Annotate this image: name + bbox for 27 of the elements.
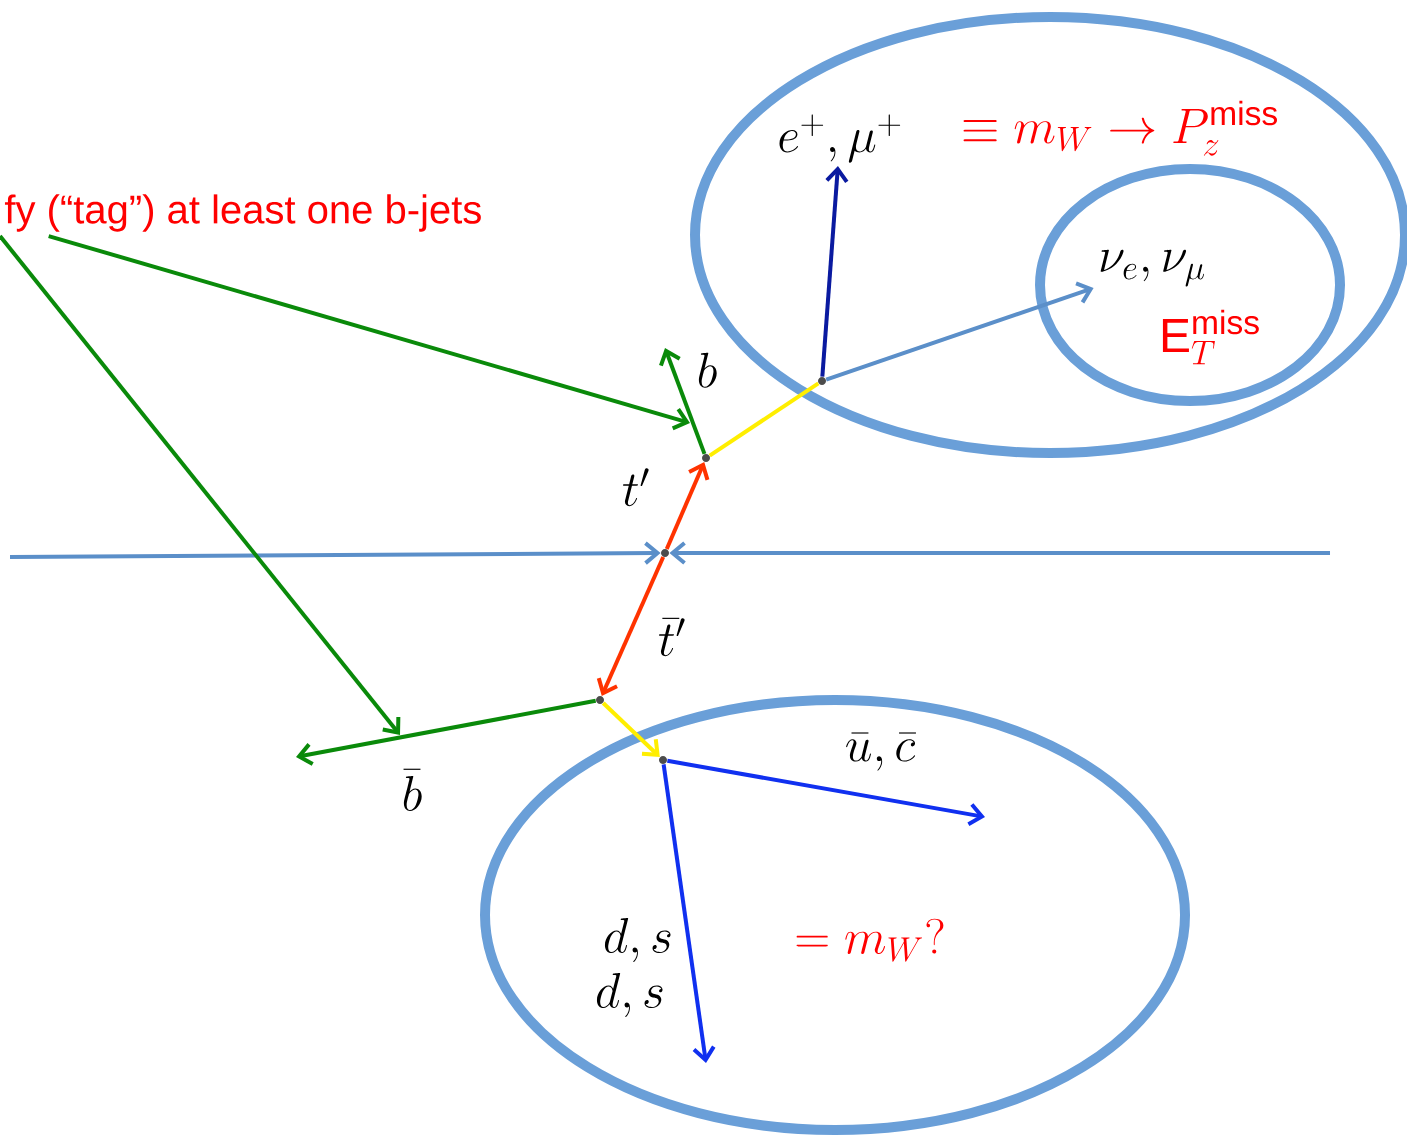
arrow xyxy=(296,698,597,766)
arrow xyxy=(661,764,716,1063)
arrow xyxy=(669,541,1330,565)
formula-label: $\mathrm{E}_T^{\mathrm{miss}}$ xyxy=(1162,309,1259,365)
arrow xyxy=(820,166,849,377)
edge-label: $b$ xyxy=(694,350,720,390)
line xyxy=(708,381,820,458)
edge-label: $\bar{u}, \bar{c}$ xyxy=(842,731,918,773)
arrow xyxy=(10,541,661,565)
arrow xyxy=(667,758,985,826)
formula-label: $= m_W ?$ xyxy=(796,918,944,962)
particle-label: $d, s$ xyxy=(596,972,663,1018)
formula-label: $\equiv m_W \to P_z^{\mathrm{miss}}$ xyxy=(963,100,1277,156)
arrow xyxy=(596,556,666,696)
particle-label: $e^+, \mu^+$ xyxy=(779,114,901,163)
arrow xyxy=(659,348,707,455)
arrow xyxy=(0,234,401,735)
edge-label: $\bar{t}'$ xyxy=(655,616,689,658)
arrow xyxy=(48,234,690,431)
edge-label: $\bar{b}$ xyxy=(399,767,425,813)
edge-label: $t'$ xyxy=(619,466,653,508)
arrow xyxy=(664,462,710,550)
particle-label: $\nu_e, \nu_\mu$ xyxy=(1100,249,1204,287)
edge-label: $d, s$ xyxy=(600,915,676,965)
annotation-text: fy (“tag”) at least one b-jets xyxy=(4,194,481,232)
arrow xyxy=(601,701,660,757)
arrow xyxy=(825,281,1094,382)
